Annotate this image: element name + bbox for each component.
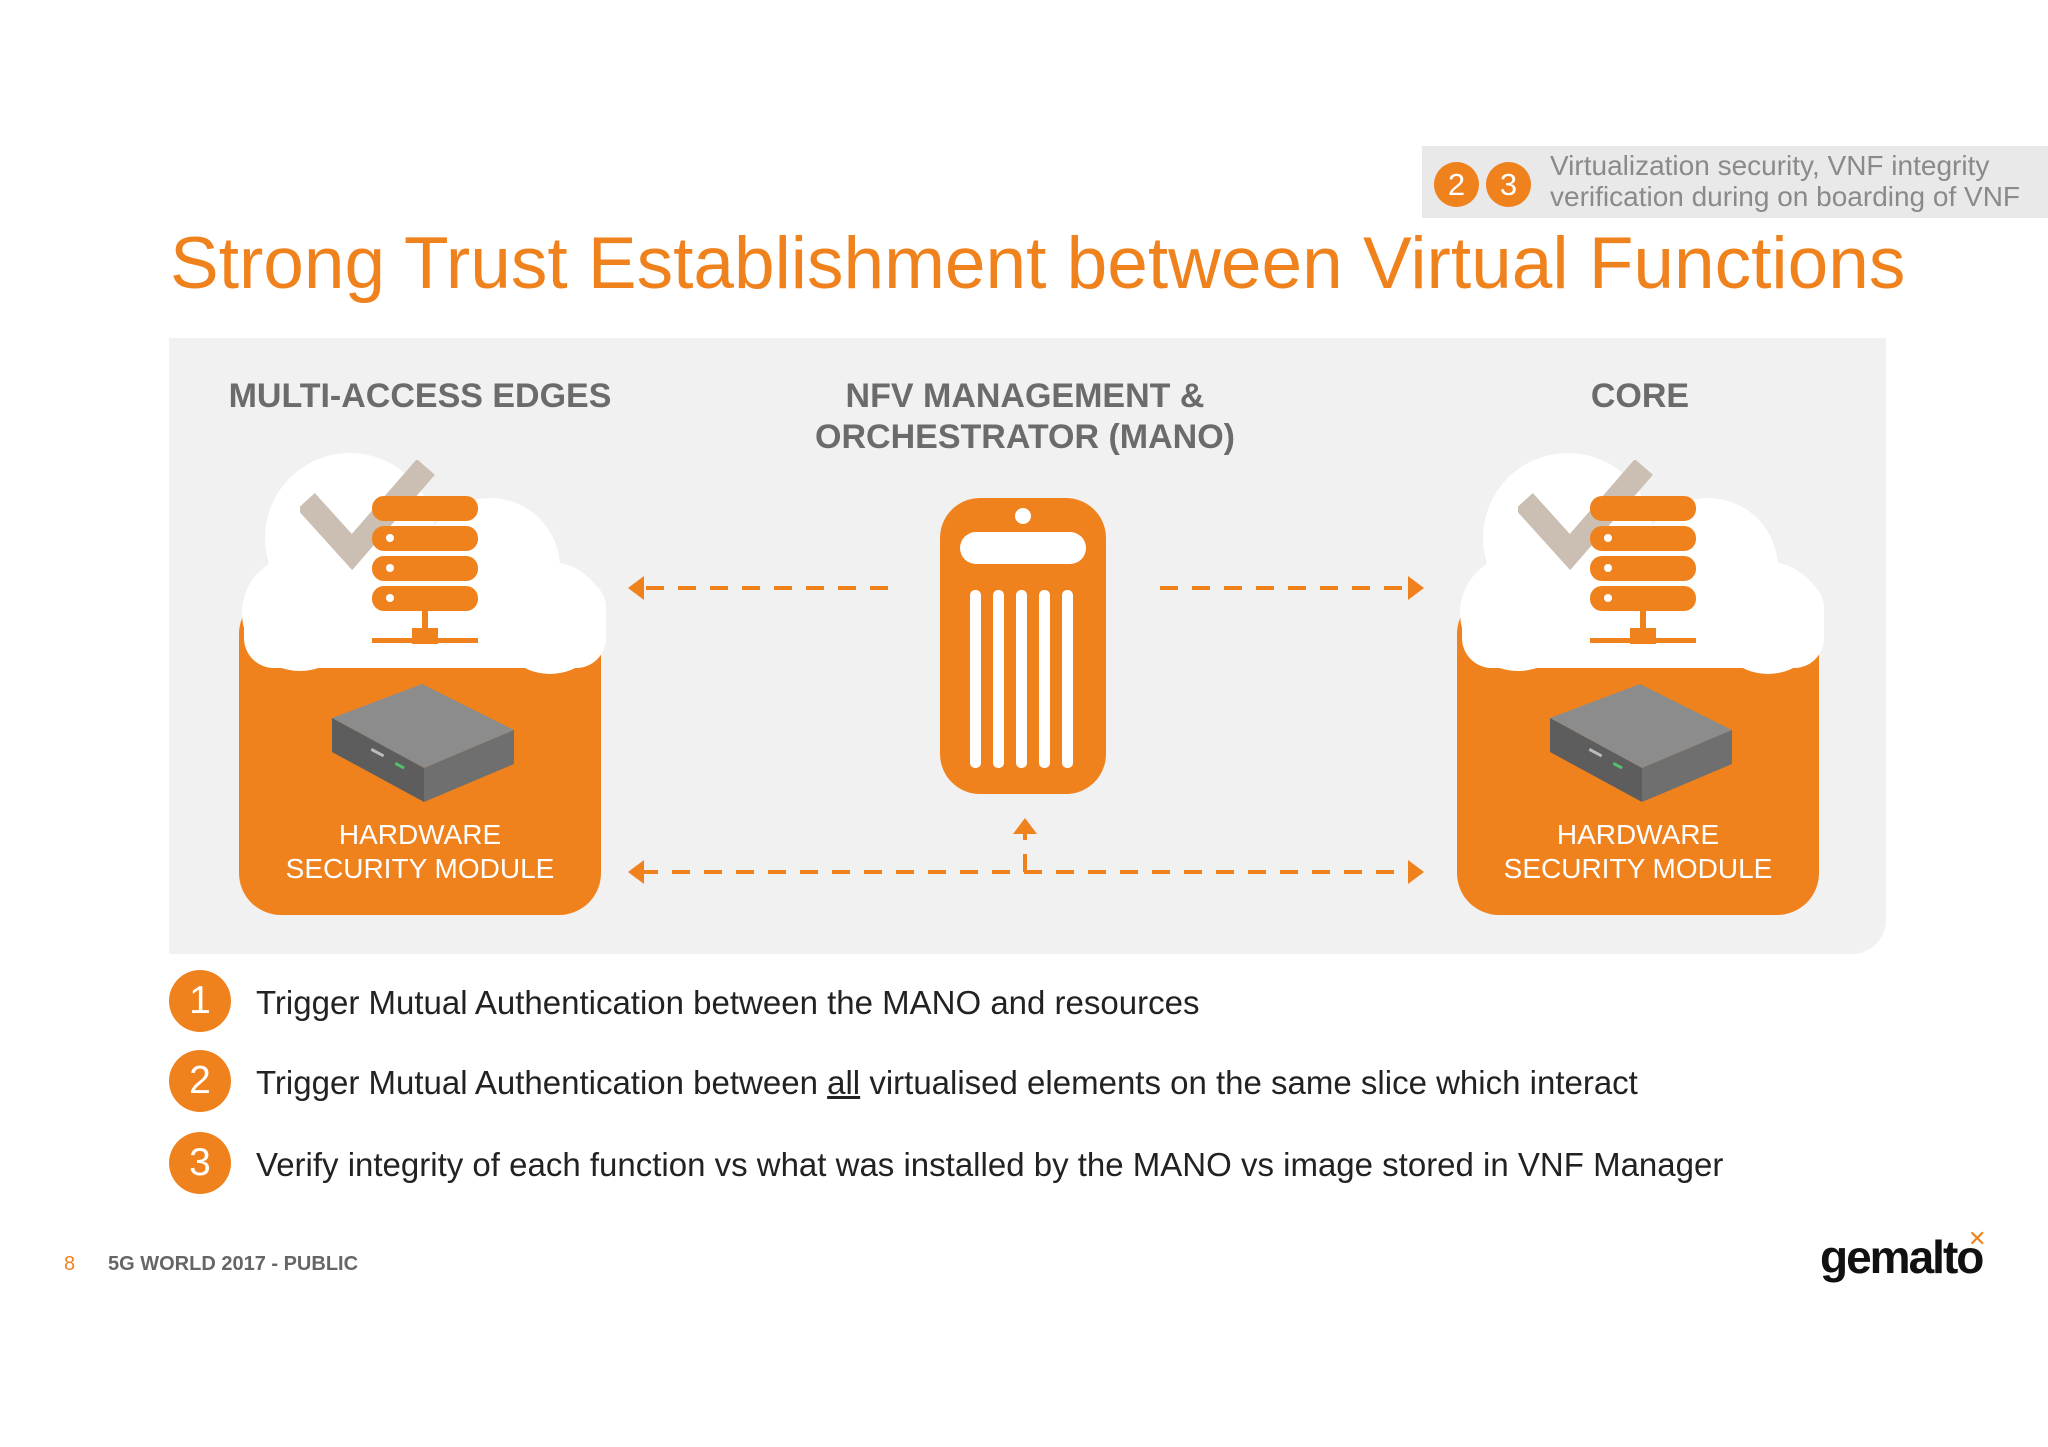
mano-server-icon [940,498,1106,794]
page-title: Strong Trust Establishment between Virtu… [170,223,1906,304]
hsm-label-core: HARDWARE SECURITY MODULE [1457,818,1819,886]
callout-badge-3: 3 [1486,162,1531,207]
footer-label: 5G WORLD 2017 - PUBLIC [108,1253,359,1275]
bullet-text-2-after: virtualised elements on the same slice w… [860,1064,1638,1101]
connection-arrows [628,576,1424,884]
heading-mano: NFV MANAGEMENT & ORCHESTRATOR (MANO) [760,376,1290,458]
bullet-number-3: 3 [169,1132,231,1194]
checkmark-server-icon-edge [300,460,478,644]
callout-text: Virtualization security, VNF integrity v… [1550,150,2021,212]
logo-star-icon: ✕ [1968,1226,1987,1251]
hsm-label-core-line2: SECURITY MODULE [1503,853,1773,884]
hsm-label-edge: HARDWARE SECURITY MODULE [239,818,601,886]
hsm-label-edge-line1: HARDWARE [338,819,502,850]
bullet-text-2: Trigger Mutual Authentication between al… [256,1063,1638,1103]
hsm-device-icon-core [1550,684,1732,802]
gemalto-logo: gemalto [1820,1231,1984,1283]
heading-mano-line1: NFV MANAGEMENT & [845,377,1205,415]
heading-core: CORE [1590,377,1690,415]
bullet-text-1: Trigger Mutual Authentication between th… [256,984,1200,1021]
bullet-text-3: Verify integrity of each function vs wha… [256,1146,1724,1183]
hsm-label-core-line1: HARDWARE [1556,819,1720,850]
page-number: 8 [64,1253,76,1275]
heading-multi-access-edges: MULTI-ACCESS EDGES [228,377,612,415]
bullet-text-2-underlined: all [827,1064,861,1101]
callout-badge-2: 2 [1434,162,1479,207]
bullet-text-2-before: Trigger Mutual Authentication between [256,1064,828,1101]
hsm-label-edge-line2: SECURITY MODULE [285,853,555,884]
bullet-number-1: 1 [169,970,231,1032]
hsm-device-icon-edge [332,684,514,802]
checkmark-server-icon-core [1518,460,1696,644]
callout-box: 2 3 Virtualization security, VNF integri… [1422,146,2048,218]
heading-mano-line2: ORCHESTRATOR (MANO) [815,418,1235,456]
bullet-number-2: 2 [169,1050,231,1112]
